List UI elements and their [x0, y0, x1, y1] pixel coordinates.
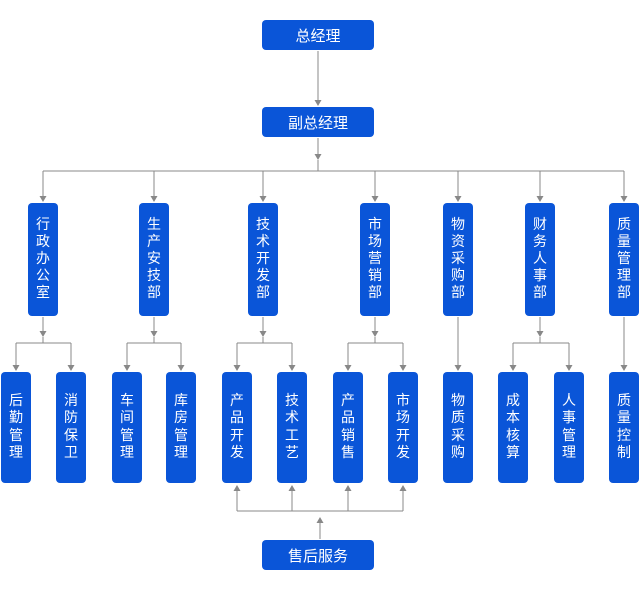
dept-production-safety: 生产安技部 — [139, 203, 169, 316]
dept-finance-hr: 财务人事部 — [525, 203, 555, 316]
arrow-head-45 — [371, 331, 379, 337]
arrow-head-21 — [39, 331, 47, 337]
dept-tech-development: 技术开发部 — [248, 203, 278, 316]
unit-warehouse: 库房管理 — [166, 372, 196, 483]
arrow-head-19 — [620, 196, 628, 202]
arrow-head-37 — [259, 331, 267, 337]
arrow-head-9 — [150, 196, 158, 202]
unit-fire-security: 消防保卫 — [56, 372, 86, 483]
unit-material-purchase: 物质采购 — [443, 372, 473, 483]
arrow-head-59 — [565, 365, 573, 371]
dept-production-safety-label: 生产安技部 — [147, 216, 161, 302]
arrow-head-41 — [233, 365, 241, 371]
arrow-head-17 — [536, 196, 544, 202]
arrow-head-61 — [454, 365, 462, 371]
arrow-head-33 — [123, 365, 131, 371]
after-sales-label: 售后服务 — [287, 546, 348, 565]
dept-admin-office-label: 行政办公室 — [36, 216, 50, 302]
general-manager-node: 总经理 — [262, 20, 374, 50]
dept-admin-office: 行政办公室 — [28, 203, 58, 316]
arrow-head-15 — [454, 196, 462, 202]
unit-hr-management: 人事管理 — [554, 372, 584, 483]
dept-quality-label: 质量管理部 — [617, 216, 631, 302]
after-sales-node: 售后服务 — [262, 540, 374, 570]
arrow-head-74 — [316, 517, 324, 523]
unit-logistics-label: 后勤管理 — [9, 393, 23, 461]
arrow-head-43 — [288, 365, 296, 371]
unit-product-dev-label: 产品开发 — [230, 393, 244, 461]
unit-cost-accounting: 成本核算 — [498, 372, 528, 483]
unit-market-dev-label: 市场开发 — [396, 393, 410, 461]
arrow-head-29 — [150, 331, 158, 337]
arrow-head-57 — [509, 365, 517, 371]
arrow-head-1 — [314, 100, 322, 106]
unit-cost-accounting-label: 成本核算 — [506, 393, 520, 461]
unit-warehouse-label: 库房管理 — [174, 393, 188, 461]
arrow-head-53 — [536, 331, 544, 337]
unit-logistics: 后勤管理 — [1, 372, 31, 483]
unit-tech-process: 技术工艺 — [277, 372, 307, 483]
dept-tech-development-label: 技术开发部 — [256, 216, 270, 302]
arrow-head-68 — [288, 485, 296, 491]
dept-finance-hr-label: 财务人事部 — [533, 216, 547, 302]
unit-quality-control-label: 质量控制 — [617, 393, 631, 461]
unit-tech-process-label: 技术工艺 — [285, 393, 299, 461]
arrow-head-63 — [620, 365, 628, 371]
arrow-head-72 — [399, 485, 407, 491]
deputy-manager-node: 副总经理 — [262, 107, 374, 137]
unit-product-sales: 产品销售 — [333, 372, 363, 483]
unit-product-dev: 产品开发 — [222, 372, 252, 483]
arrow-head-3 — [314, 154, 322, 160]
arrow-head-49 — [344, 365, 352, 371]
dept-procurement-label: 物资采购部 — [451, 216, 465, 302]
unit-workshop-label: 车间管理 — [120, 393, 134, 461]
unit-quality-control: 质量控制 — [609, 372, 639, 483]
unit-product-sales-label: 产品销售 — [341, 393, 355, 461]
deputy-manager-label: 副总经理 — [287, 113, 348, 132]
arrow-head-7 — [39, 196, 47, 202]
arrow-head-11 — [259, 196, 267, 202]
unit-hr-management-label: 人事管理 — [562, 393, 576, 461]
arrow-head-51 — [399, 365, 407, 371]
unit-fire-security-label: 消防保卫 — [64, 393, 78, 461]
unit-market-dev: 市场开发 — [388, 372, 418, 483]
arrow-head-27 — [67, 365, 75, 371]
dept-procurement: 物资采购部 — [443, 203, 473, 316]
arrow-head-13 — [371, 196, 379, 202]
dept-quality: 质量管理部 — [609, 203, 639, 316]
arrow-head-66 — [233, 485, 241, 491]
unit-workshop: 车间管理 — [112, 372, 142, 483]
arrow-head-70 — [344, 485, 352, 491]
arrow-head-25 — [12, 365, 20, 371]
general-manager-label: 总经理 — [295, 26, 341, 45]
dept-marketing: 市场营销部 — [360, 203, 390, 316]
unit-material-purchase-label: 物质采购 — [451, 393, 465, 461]
arrow-head-35 — [177, 365, 185, 371]
dept-marketing-label: 市场营销部 — [368, 216, 382, 302]
